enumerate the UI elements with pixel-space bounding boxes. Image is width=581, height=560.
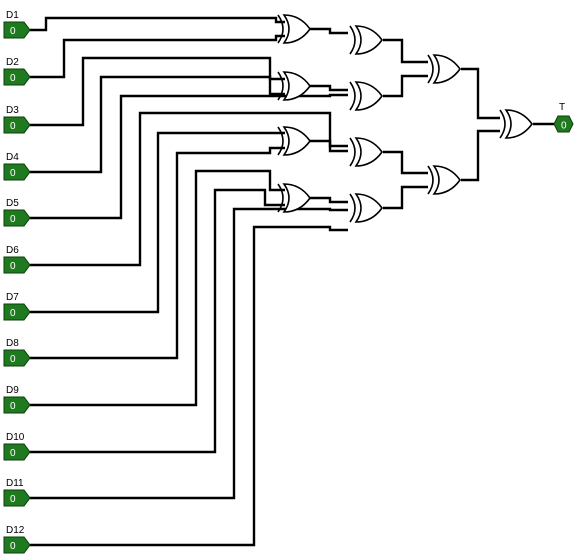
wire-d3 [30,56,285,127]
input-pin-body[interactable] [3,489,31,507]
xor-gate-s2-4 [349,193,383,223]
input-value: 0 [10,214,16,225]
wire-d10 [30,188,285,454]
input-label: D6 [6,245,19,256]
input-label: D3 [6,105,19,116]
input-value: 0 [10,308,16,319]
wire-x2b-out [383,74,428,98]
input-value: 0 [10,26,16,37]
input-pin-d1[interactable]: D10 [3,10,31,39]
input-pin-body[interactable] [3,21,31,39]
input-pin-d9[interactable]: D90 [3,385,31,414]
xor-gate-s1-3 [277,126,311,156]
wire-x1d-out [309,196,348,204]
output-value: 0 [561,121,567,132]
input-value: 0 [10,121,16,132]
wire-x1a-out [309,27,348,35]
wire-x2a-out [383,38,428,64]
output-pin-t[interactable]: T 0 [553,102,574,133]
input-label: D8 [6,338,19,349]
wire-d1 [30,16,285,32]
input-pin-d7[interactable]: D70 [3,292,31,321]
wire-x3b-out [461,129,500,182]
wire-d11 [30,207,348,500]
input-pin-d6[interactable]: D60 [3,245,31,274]
xor-gate-s3-2 [427,165,461,195]
input-label: D4 [6,152,19,163]
xor-gate-s2-2 [349,81,383,111]
input-pin-body[interactable] [3,303,31,321]
input-value: 0 [10,401,16,412]
xor-gate-s4-1 [499,109,533,139]
wires [30,16,554,547]
wire-d12 [30,225,348,547]
input-pin-body[interactable] [3,116,31,134]
input-value: 0 [10,494,16,505]
input-label: D12 [6,525,25,536]
input-label: D11 [6,478,24,489]
input-label: D1 [6,10,19,21]
input-value: 0 [10,168,16,179]
xor-gate-s1-1 [277,14,311,44]
input-pin-d2[interactable]: D20 [3,57,31,86]
input-pin-body[interactable] [3,536,31,554]
wire-d5 [30,93,348,220]
xor-gate-s3-1 [427,54,461,84]
input-value: 0 [10,354,16,365]
input-pin-d3[interactable]: D30 [3,105,31,134]
input-pin-d8[interactable]: D80 [3,338,31,367]
output-pin-body[interactable] [553,115,574,133]
wire-d7 [30,131,285,314]
input-label: D7 [6,292,19,303]
xor-gate-s2-3 [349,137,383,167]
input-value: 0 [10,448,16,459]
input-pin-body[interactable] [3,256,31,274]
wire-d9 [30,169,285,407]
wire-x1c-out [309,139,348,148]
wire-d4 [30,75,285,174]
input-label: D9 [6,385,19,396]
input-label: D2 [6,57,19,68]
wire-d8 [30,146,285,360]
input-pin-body[interactable] [3,209,31,227]
wire-x2c-out [383,150,428,175]
input-pin-body[interactable] [3,396,31,414]
input-pin-body[interactable] [3,443,31,461]
input-label: D10 [6,432,25,443]
wire-x1b-out [309,84,348,92]
input-label: D5 [6,198,19,209]
input-pin-body[interactable] [3,68,31,86]
wire-d6 [30,111,348,267]
input-value: 0 [10,261,16,272]
wire-x3a-out [461,67,500,120]
wire-x2d-out [383,185,428,210]
wire-d2 [30,34,285,79]
xor-gate-s2-1 [349,25,383,55]
output-label: T [559,102,565,113]
input-pin-body[interactable] [3,349,31,367]
input-pin-body[interactable] [3,163,31,181]
input-value: 0 [10,541,16,552]
input-pin-d4[interactable]: D40 [3,152,31,181]
input-value: 0 [10,73,16,84]
input-pin-d5[interactable]: D50 [3,198,31,227]
